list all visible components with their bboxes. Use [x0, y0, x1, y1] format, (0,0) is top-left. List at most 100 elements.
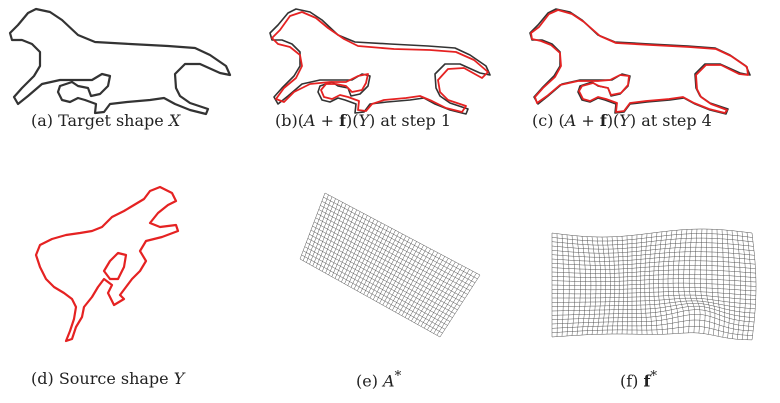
caption-a: (a) Target shape X: [31, 111, 180, 130]
affine-grid-line: [310, 229, 458, 311]
caption-d-text: (d) Source shape: [31, 369, 174, 388]
caption-e: (e) A*: [356, 369, 401, 390]
affine-grid-line: [309, 234, 456, 314]
caption-d-var: Y: [173, 369, 185, 388]
deformation-grid-line: [551, 300, 756, 309]
deformation-grid-line: [688, 229, 695, 333]
caption-c-post: ) at step 4: [629, 111, 712, 130]
affine-grid-line: [323, 196, 478, 280]
panel-c-overlay-step-4: (c) (A + f)(Y) at step 4: [520, 0, 780, 140]
panel-f-deformation-grid: (f) f*: [520, 175, 780, 403]
caption-f-text: (f): [620, 371, 644, 391]
caption-e-text: (e): [356, 371, 384, 391]
deformation-grid-line: [551, 278, 757, 283]
affine-grid-line: [313, 221, 463, 303]
caption-c-f: f: [599, 111, 607, 130]
overlay-step-4-figure: [529, 8, 751, 115]
source-horse-outline: [34, 185, 180, 343]
deformation-grid-line: [551, 305, 755, 318]
panel-d-source-shape: (d) Source shape Y: [0, 175, 260, 403]
target-horse-outline: [529, 8, 751, 115]
caption-c: (c) (A + f)(Y) at step 4: [532, 111, 712, 130]
deformation-grid-line: [716, 229, 720, 337]
caption-b-post: ) at step 1: [369, 111, 452, 130]
caption-b: (b)(A + f)(Y) at step 1: [275, 111, 451, 130]
deformation-grid-line: [694, 228, 701, 334]
affine-grid-line: [299, 258, 441, 338]
deformation-grid-line: [662, 231, 668, 335]
deformation-grid-line: [551, 242, 754, 250]
deformation-grid-line: [551, 274, 756, 278]
caption-f-sup: *: [650, 369, 658, 384]
affine-grid-line: [303, 250, 446, 330]
transformed-source-outline: [271, 11, 489, 113]
affine-grid-line: [315, 217, 466, 299]
deformation-grid-line: [551, 314, 754, 327]
deformation-grid-line: [726, 230, 730, 339]
deformation-grid-line: [551, 303, 755, 314]
affine-grid-line: [317, 213, 468, 295]
caption-b-open: (b)(: [275, 111, 304, 130]
deformation-grid-line: [552, 291, 756, 296]
affine-grid-line: [324, 192, 481, 276]
deformation-grid-line: [552, 294, 756, 301]
panel-a-target-shape: (a) Target shape X: [0, 0, 260, 140]
target-horse-outline: [8, 7, 232, 116]
caption-f: (f) f*: [620, 369, 657, 390]
deformation-grid-line: [551, 319, 754, 332]
affine-grid-line: [307, 238, 453, 318]
caption-a-var: X: [168, 111, 181, 130]
deformation-grid-line: [551, 326, 753, 336]
deformation-grid-line: [552, 297, 756, 305]
transformed-source-outline: [530, 9, 749, 114]
deformation-grid-line: [551, 255, 755, 262]
deformation-grid-line: [551, 233, 753, 242]
panel-e-affine-grid: (e) A*: [260, 175, 520, 403]
caption-c-A: A: [564, 111, 577, 130]
deformation-grid-line: [731, 230, 736, 339]
caption-e-var: A: [383, 371, 395, 391]
source-shape-figure: [34, 185, 180, 343]
caption-c-mid: )(: [606, 111, 620, 130]
deformation-grid-line: [711, 229, 716, 336]
deformation-grid-line: [551, 269, 756, 274]
affine-grid-line: [320, 205, 473, 287]
deformation-grid-figure: [551, 228, 757, 341]
deformation-grid-line: [551, 332, 753, 341]
affine-grid-line: [318, 209, 471, 291]
affine-grid-line: [321, 201, 476, 283]
deformation-grid-line: [551, 237, 754, 246]
caption-c-Y: Y: [619, 111, 630, 130]
deformation-grid: [551, 228, 757, 341]
affine-grid-figure: [299, 192, 481, 338]
affine-grid-line: [312, 225, 461, 307]
deformation-grid-line: [678, 229, 684, 334]
deformation-grid-line: [705, 228, 711, 335]
overlay-step-1-figure: [269, 8, 491, 115]
deformation-grid-line: [551, 228, 753, 238]
caption-f-var: f: [643, 371, 651, 391]
deformation-grid-line: [658, 231, 663, 335]
caption-c-plus: +: [576, 111, 600, 130]
caption-d: (d) Source shape Y: [31, 369, 184, 388]
deformation-grid-line: [700, 228, 706, 334]
affine-grid-line: [301, 254, 443, 334]
affine-grid: [299, 192, 481, 338]
deformation-grid-line: [551, 246, 755, 254]
target-horse-outline: [269, 8, 491, 115]
deformation-grid-line: [683, 229, 690, 333]
caption-b-f: f: [339, 111, 346, 130]
caption-c-open: (c) (: [532, 111, 565, 130]
caption-a-text: (a) Target shape: [31, 111, 169, 130]
deformation-grid-line: [551, 287, 757, 292]
caption-b-A: A: [303, 111, 316, 130]
deformation-grid-line: [551, 282, 757, 287]
affine-grid-line: [304, 246, 448, 326]
deformation-grid-line: [551, 265, 756, 270]
caption-b-plus: +: [315, 111, 340, 130]
target-shape-figure: [8, 7, 232, 116]
caption-b-mid: )(: [346, 111, 359, 130]
caption-e-sup: *: [394, 369, 402, 384]
panel-b-overlay-step-1: (b)(A + f)(Y) at step 1: [260, 0, 520, 140]
deformation-grid-line: [551, 251, 755, 258]
